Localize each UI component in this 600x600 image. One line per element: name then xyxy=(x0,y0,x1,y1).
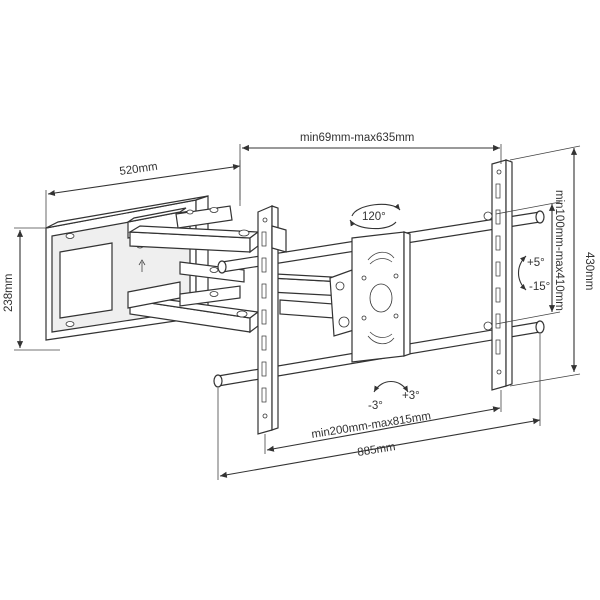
rotate-left-label: -3° xyxy=(368,400,383,412)
left-vertical-bracket xyxy=(257,205,287,435)
dim-horizontal-spacing-label: min69mm-max635mm xyxy=(300,132,414,144)
swivel-angle-label: 120° xyxy=(362,211,386,223)
right-vertical-bracket xyxy=(483,159,513,391)
dim-wall-plate-height-label: 238mm xyxy=(3,274,15,312)
dim-arm-extension: 520mm xyxy=(45,160,241,228)
tilt-down-label: -15° xyxy=(529,281,550,293)
center-mounting-plate xyxy=(351,231,411,363)
dim-vertical-spacing: min100mm-max410mm xyxy=(495,190,565,325)
dim-overall-height-label: 430mm xyxy=(583,252,595,290)
rotate-right-label: +3° xyxy=(402,390,420,402)
dim-overall-width-label: 885mm xyxy=(357,441,397,459)
dim-vertical-spacing-label: min100mm-max410mm xyxy=(553,190,565,311)
articulating-arms xyxy=(127,205,355,337)
tilt-up-label: +5° xyxy=(527,257,545,269)
tilt-indicator: +5° -15° xyxy=(517,255,550,293)
dim-horizontal-spacing: min69mm-max635mm xyxy=(239,132,502,206)
rotation-indicator: -3° +3° xyxy=(368,380,420,412)
swivel-indicator: 120° xyxy=(349,203,401,230)
dim-rail-spacing-label: min200mm-max815mm xyxy=(311,410,432,441)
dim-wall-plate-height: 238mm xyxy=(3,227,60,351)
dim-overall-height: 430mm xyxy=(509,145,595,387)
dim-arm-extension-label: 520mm xyxy=(119,161,159,178)
dim-overall-width: 885mm xyxy=(217,334,541,480)
